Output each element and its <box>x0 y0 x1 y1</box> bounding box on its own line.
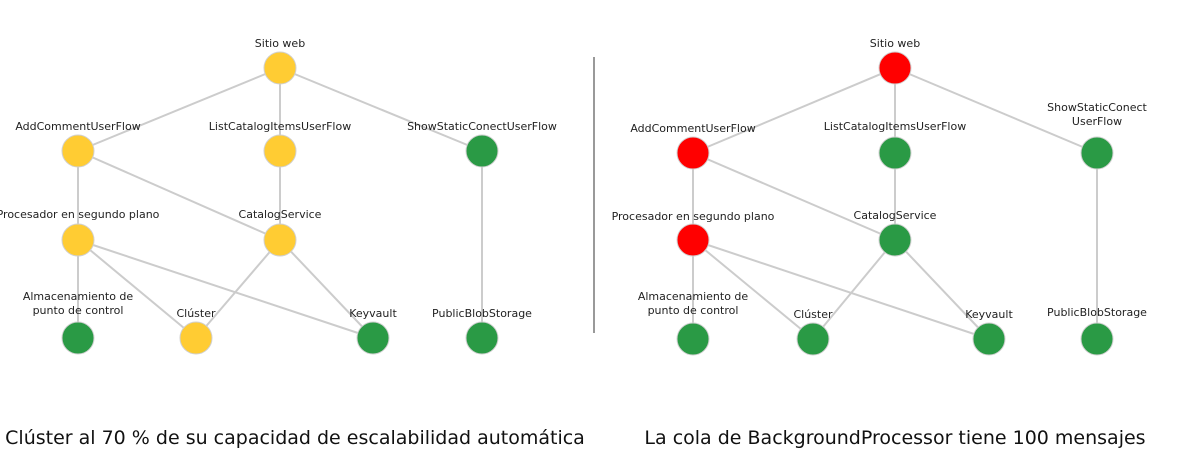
node-addcomment[interactable]: AddCommentUserFlow <box>15 120 141 168</box>
node-circle[interactable] <box>878 51 912 85</box>
edges <box>77 67 483 339</box>
node-circle[interactable] <box>61 134 95 168</box>
node-circle[interactable] <box>676 136 710 170</box>
node-circle[interactable] <box>972 322 1006 356</box>
node-label: Keyvault <box>349 307 397 320</box>
node-catalog[interactable]: CatalogService <box>239 208 322 257</box>
edge-sitio-showstatic <box>894 67 1098 154</box>
node-circle[interactable] <box>61 223 95 257</box>
node-circle[interactable] <box>676 223 710 257</box>
edge-addcomment-catalog <box>77 150 281 241</box>
edge-catalog-keyvault <box>894 239 990 340</box>
node-keyvault[interactable]: Keyvault <box>965 308 1013 356</box>
node-label: Clúster <box>793 308 833 321</box>
edge-sitio-addcomment <box>692 67 896 154</box>
node-label: ListCatalogItemsUserFlow <box>824 120 966 133</box>
node-label: ListCatalogItemsUserFlow <box>209 120 351 133</box>
edge-procesador-keyvault <box>77 239 374 339</box>
node-circle[interactable] <box>1080 322 1114 356</box>
node-addcomment[interactable]: AddCommentUserFlow <box>630 122 756 170</box>
diagram-caption: La cola de BackgroundProcessor tiene 100… <box>644 427 1145 449</box>
node-circle[interactable] <box>61 321 95 355</box>
node-sitio[interactable]: Sitio web <box>255 37 305 85</box>
node-label: Sitio web <box>255 37 305 50</box>
diagram-caption: Clúster al 70 % de su capacidad de escal… <box>5 427 585 449</box>
edge-procesador-keyvault <box>692 239 990 340</box>
node-publicblob[interactable]: PublicBlobStorage <box>1047 306 1147 356</box>
node-circle[interactable] <box>263 51 297 85</box>
node-sitio[interactable]: Sitio web <box>870 37 920 85</box>
edge-addcomment-catalog <box>692 152 896 241</box>
node-label: Clúster <box>176 307 216 320</box>
node-circle[interactable] <box>878 223 912 257</box>
node-label: CatalogService <box>239 208 322 221</box>
node-publicblob[interactable]: PublicBlobStorage <box>432 307 532 355</box>
edge-catalog-cluster <box>195 239 281 339</box>
node-label: ShowStaticConectUserFlow <box>407 120 557 133</box>
node-circle[interactable] <box>263 134 297 168</box>
node-listcatalog[interactable]: ListCatalogItemsUserFlow <box>209 120 351 168</box>
node-label: Sitio web <box>870 37 920 50</box>
node-listcatalog[interactable]: ListCatalogItemsUserFlow <box>824 120 966 170</box>
node-circle[interactable] <box>878 136 912 170</box>
node-label: AddCommentUserFlow <box>630 122 755 135</box>
node-procesador[interactable]: Procesador en segundo plano <box>0 208 160 257</box>
node-cluster[interactable]: Clúster <box>176 307 216 355</box>
node-cluster[interactable]: Clúster <box>793 308 833 356</box>
node-circle[interactable] <box>356 321 390 355</box>
node-label: Procesador en segundo plano <box>0 208 160 221</box>
node-procesador[interactable]: Procesador en segundo plano <box>612 210 775 257</box>
edge-procesador-cluster <box>692 239 814 340</box>
node-label: AddCommentUserFlow <box>15 120 140 133</box>
edge-sitio-showstatic <box>279 67 483 152</box>
node-circle[interactable] <box>465 134 499 168</box>
node-keyvault[interactable]: Keyvault <box>349 307 397 355</box>
node-circle[interactable] <box>263 223 297 257</box>
node-label: Procesador en segundo plano <box>612 210 775 223</box>
edge-catalog-cluster <box>812 239 896 340</box>
node-circle[interactable] <box>1080 136 1114 170</box>
node-showstatic[interactable]: ShowStaticConectUserFlow <box>407 120 557 168</box>
node-circle[interactable] <box>676 322 710 356</box>
node-circle[interactable] <box>796 322 830 356</box>
node-label: Keyvault <box>965 308 1013 321</box>
edge-procesador-cluster <box>77 239 197 339</box>
node-circle[interactable] <box>465 321 499 355</box>
node-label: PublicBlobStorage <box>1047 306 1147 319</box>
node-circle[interactable] <box>179 321 213 355</box>
node-catalog[interactable]: CatalogService <box>854 209 937 257</box>
edge-catalog-keyvault <box>279 239 374 339</box>
node-label: PublicBlobStorage <box>432 307 532 320</box>
edges <box>692 67 1098 340</box>
edge-sitio-addcomment <box>77 67 281 152</box>
node-label: CatalogService <box>854 209 937 222</box>
